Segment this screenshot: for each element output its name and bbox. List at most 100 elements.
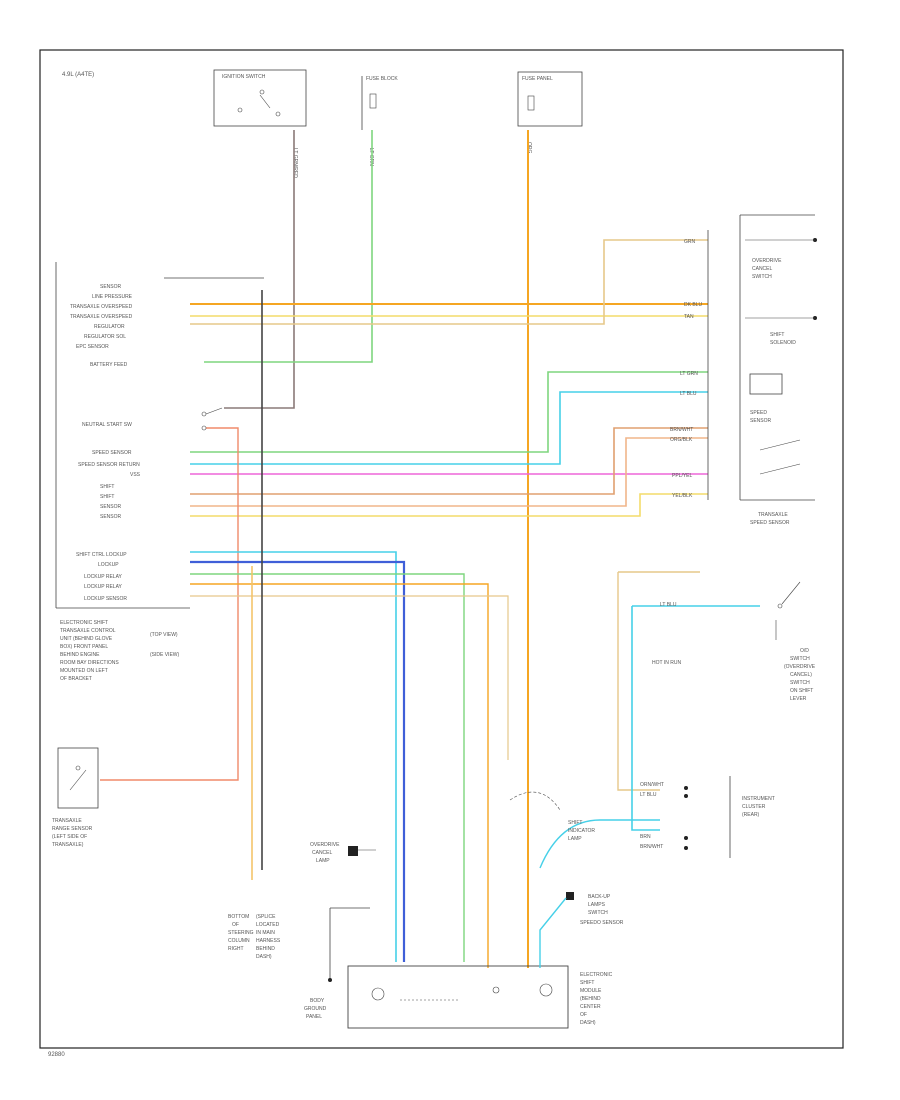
wire-lockup-green [190,573,465,962]
wire-tag: GRN [684,239,696,245]
svg-text:HARNESS: HARNESS [256,938,281,944]
diagram-frame [39,49,844,1049]
wire-tag-top-1: LT GRN/RED [292,148,298,178]
wire-tag: YEL/BLK [672,493,693,499]
svg-text:COLUMN: COLUMN [228,938,250,944]
svg-text:(OVERDRIVE: (OVERDRIVE [784,664,816,670]
wire-speed-cyan [190,391,708,465]
svg-text:MOUNTED ON LEFT: MOUNTED ON LEFT [60,668,108,674]
svg-text:CANCEL: CANCEL [752,266,773,272]
footer-code: 92880 [48,1052,65,1058]
body-ground: BODY GROUND PANEL [304,907,370,1020]
ecm-pin-label: TRANSAXLE OVERSPEED [70,314,133,320]
svg-text:BACK-UP: BACK-UP [588,894,611,900]
wire-ignition [224,130,295,409]
svg-text:BRN/WHT: BRN/WHT [640,844,663,850]
right-connector-block [707,214,817,501]
ecm-pin-label: LINE PRESSURE [92,294,133,300]
ecm-solenoid-label: LOCKUP [98,562,119,568]
svg-text:PANEL: PANEL [306,1014,322,1020]
ecm-pin-label: BATTERY FEED [90,362,128,368]
svg-text:DASH): DASH) [580,1020,596,1026]
fuse-block: FUSE BLOCK [361,76,398,130]
svg-text:OVERDRIVE: OVERDRIVE [310,842,340,848]
wire-lockup-orange [190,583,489,968]
svg-text:TRANSAXLE): TRANSAXLE) [52,842,84,848]
wire-neutral-red [100,427,239,781]
wire-brown-2 [190,437,708,507]
svg-text:(LEFT SIDE OF: (LEFT SIDE OF [52,834,87,840]
splice-caption: (SPLICE LOCATED IN MAIN HARNESS BEHIND D… [256,914,281,960]
svg-text:SENSOR: SENSOR [750,418,772,424]
svg-text:BOTTOM: BOTTOM [228,914,249,920]
svg-text:STEERING: STEERING [228,930,254,936]
svg-text:ELECTRONIC SHIFT: ELECTRONIC SHIFT [60,620,108,626]
wire-tag: DK BLU [684,302,702,308]
svg-text:TRANSAXLE: TRANSAXLE [758,512,788,518]
instrument-cluster: INSTRUMENT CLUSTER (REAR) [684,776,775,858]
wire-lockup-tan [190,595,509,760]
wire-tag-top-2: LT GRN [368,148,374,166]
svg-text:TRANSAXLE: TRANSAXLE [52,818,82,824]
svg-text:OF: OF [580,1012,587,1018]
svg-text:SHIFT: SHIFT [568,820,582,826]
backup-lamp-switch: BACK-UP LAMPS SWITCH [539,892,611,968]
svg-text:OF: OF [232,922,239,928]
wire-speed-green [190,371,708,453]
neutral-switch-symbol [201,407,223,431]
svg-text:RIGHT: RIGHT [228,946,244,952]
hot-in-run-label: HOT IN RUN [652,660,681,666]
svg-text:MODULE: MODULE [580,988,602,994]
module-caption: ELECTRONIC SHIFT MODULE (BEHIND CENTER O… [580,972,613,1026]
svg-text:CANCEL: CANCEL [312,850,333,856]
svg-text:ORN/WHT: ORN/WHT [640,782,664,788]
ecm-pin-label: NEUTRAL START SW [82,422,132,428]
wire-tag: TAN [684,314,694,320]
svg-text:TRANSAXLE CONTROL: TRANSAXLE CONTROL [60,628,116,634]
ecm-caption: ELECTRONIC SHIFT TRANSAXLE CONTROL UNIT … [60,620,180,682]
svg-text:IGNITION SWITCH: IGNITION SWITCH [222,74,266,80]
wire-tag: BRN/WHT [670,427,693,433]
svg-text:CANCEL): CANCEL) [790,672,812,678]
ecm-sensor-label: SHIFT [100,494,114,500]
svg-text:GROUND: GROUND [304,1006,327,1012]
ecm-sensor-label: SPEED SENSOR RETURN [78,462,140,468]
corner-label: 4.9L (A4TE) [62,72,94,78]
wire-fuse-green [204,130,373,363]
fuse-panel: FUSE PANEL [517,71,583,127]
svg-text:LT BLU: LT BLU [640,792,657,798]
wire-tag: LT GRN [680,371,698,377]
ecm-sensor-label: SHIFT [100,484,114,490]
svg-text:CENTER: CENTER [580,1004,601,1010]
svg-text:(SIDE VIEW): (SIDE VIEW) [150,652,180,658]
wire-indicator-cyan [539,819,660,869]
ecm-pin-label: REGULATOR [94,324,125,330]
shift-indicator-lamp: SHIFT INDICATOR LAMP [509,791,595,842]
ecm-connector [55,262,264,609]
svg-text:INDICATOR: INDICATOR [568,828,595,834]
overdrive-cancel-lamp: OVERDRIVE CANCEL LAMP [310,842,376,864]
electronic-shift-module [347,965,569,1029]
svg-text:SWITCH: SWITCH [790,656,810,662]
ignition-switch: IGNITION SWITCH [213,69,307,127]
wire-tag: ORG/BLK [670,437,693,443]
ecm-sensor-label: SENSOR [100,514,122,520]
wire-tag: PPL/YEL [672,473,693,479]
ecm-sensor-labels: SPEED SENSOR SPEED SENSOR RETURN VSS SHI… [78,450,141,520]
svg-text:LOCATED: LOCATED [256,922,280,928]
svg-text:SWITCH: SWITCH [588,910,608,916]
svg-text:FUSE PANEL: FUSE PANEL [522,76,553,82]
right-wire-tags: GRN DK BLU TAN LT GRN LT BLU BRN/WHT ORG… [670,239,702,499]
svg-text:(SPLICE: (SPLICE [256,914,276,920]
ecm-pin-label: TRANSAXLE OVERSPEED [70,304,133,310]
svg-text:LT BLU: LT BLU [660,602,677,608]
column-caption: BOTTOM OF STEERING COLUMN RIGHT [228,914,254,952]
svg-text:O/D: O/D [800,648,809,654]
range-sensor: TRANSAXLE RANGE SENSOR (LEFT SIDE OF TRA… [52,747,99,848]
svg-text:SPEED: SPEED [750,410,767,416]
svg-text:SOLENOID: SOLENOID [770,340,796,346]
svg-text:LAMPS: LAMPS [588,902,606,908]
wire-lockup-blue [190,560,406,962]
svg-text:BEHIND ENGINE: BEHIND ENGINE [60,652,100,658]
